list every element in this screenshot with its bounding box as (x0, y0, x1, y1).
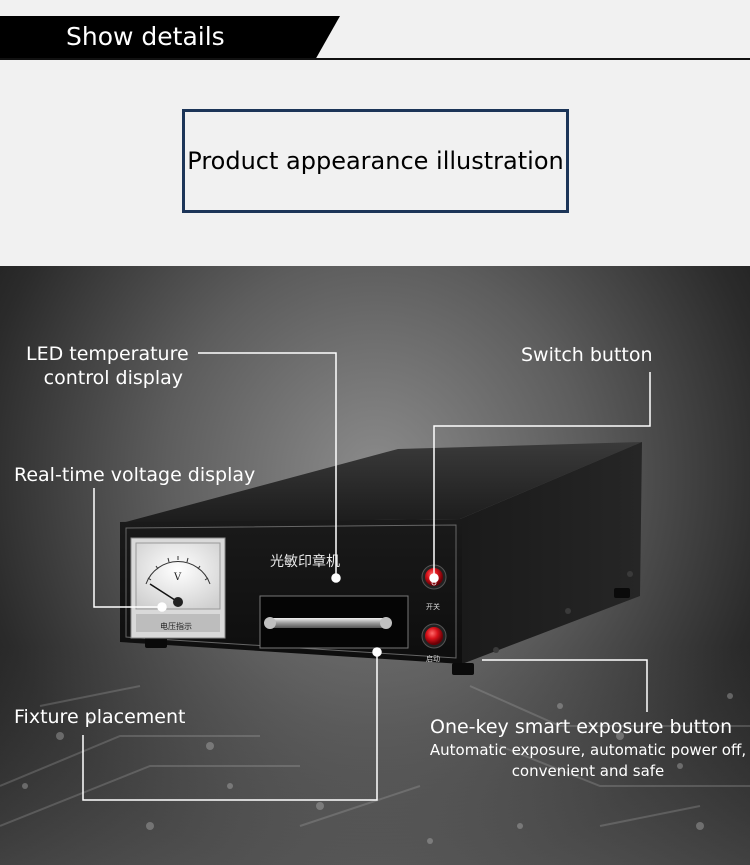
voltage-display-label: Real-time voltage display (14, 464, 256, 486)
section-header: Show details (0, 0, 750, 62)
meter-unit: V (173, 572, 182, 583)
header-title: Show details (66, 22, 225, 51)
led-label-line1: LED temperature (26, 343, 189, 365)
led-label-line2: control display (43, 367, 184, 389)
switch-button-label: Switch button (521, 344, 653, 366)
header-tab (0, 16, 340, 58)
exposure-button-label: One-key smart exposure button (430, 716, 733, 738)
device-brand: 光敏印章机 (270, 553, 340, 570)
subtitle-box: Product appearance illustration (182, 109, 569, 213)
switch-caption: 开关 (426, 602, 440, 611)
subtitle-text: Product appearance illustration (187, 147, 564, 175)
exposure-desc-line2: convenient and safe (511, 762, 665, 780)
start-caption: 启动 (426, 654, 440, 663)
meter-caption: 电压指示 (160, 621, 192, 631)
exposure-description: Automatic exposure, automatic power off,… (426, 740, 750, 782)
header-divider (0, 58, 750, 60)
fixture-placement-label: Fixture placement (14, 706, 186, 728)
exposure-desc-line1: Automatic exposure, automatic power off, (429, 741, 747, 759)
led-display-label: LED temperature control display (26, 342, 189, 390)
